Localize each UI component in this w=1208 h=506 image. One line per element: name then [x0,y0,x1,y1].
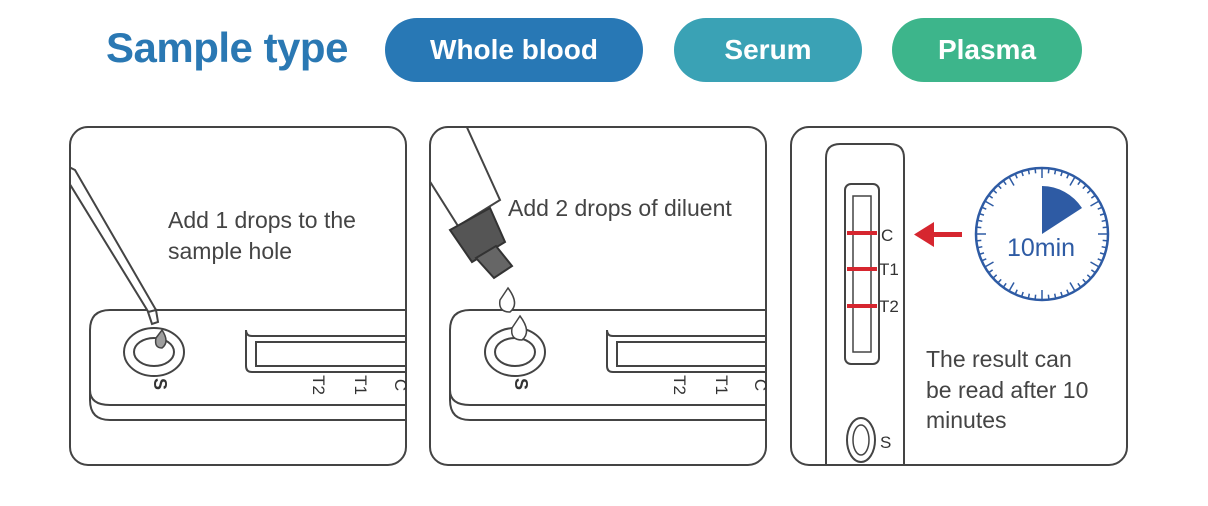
step2-line-c: C [751,379,770,391]
clock-tick [1082,278,1087,284]
serum-pill: Serum [674,18,862,82]
timer-label: 10min [1007,234,1075,262]
step3-line-t2: T2 [879,297,899,316]
step1-instruction-line2: sample hole [168,238,292,264]
clock-tick [1066,289,1070,295]
clock-tick [1014,289,1018,295]
test2-band [847,304,877,308]
clock-tick [997,278,1002,284]
diluent-drop-icon [498,286,516,313]
step1-well-label: S [150,378,170,390]
clock-tick [1102,239,1108,242]
clock-tick [977,245,983,249]
clock-tick [978,212,985,216]
plasma-pill: Plasma [892,18,1082,82]
test1-band [847,267,877,271]
step1-panel: Add 1 drops to the sample hole S T2 T1 C [69,126,410,466]
clock-tick [1086,274,1092,279]
clock-tick [1053,293,1057,299]
step1-cassette [89,309,406,421]
clock-tick [1047,168,1050,174]
result-text-line2: be read after 10 [926,377,1088,403]
step3-line-c: C [881,226,893,245]
step2-panel: Add 2 drops of diluent S T2 T1 C [429,126,770,466]
step3-well-label: S [880,433,891,452]
clock-tick [1014,173,1018,179]
clock-tick [1053,169,1057,175]
clock-tick [1099,252,1106,256]
step3-panel: C T1 T2 S 10min The result can be read a… [790,126,1128,466]
clock-tick [992,189,998,194]
step2-instruction: Add 2 drops of diluent [508,195,732,221]
clock-tick [1082,184,1087,190]
step1-line-t1: T1 [351,375,370,395]
clock-tick [1002,282,1007,288]
clock-tick [1047,294,1050,300]
clock-tick [977,219,983,223]
clock-tick [1086,189,1092,194]
diluent-drop-icon [510,314,528,341]
step3-line-t1: T1 [879,260,899,279]
clock-tick [1060,170,1064,177]
clock-tick [997,184,1002,190]
clock-tick [1020,291,1024,298]
clock-tick [1027,169,1031,175]
clock-tick [1090,269,1096,274]
clock-tick [1090,261,1100,268]
clock-tick [1069,282,1076,292]
step2-well-label: S [511,378,531,390]
step1-line-t2: T2 [309,375,328,395]
clock-tick [1020,170,1024,177]
diluent-bottle-icon [430,127,514,280]
clock-tick [984,200,994,207]
elapsed-sector [1042,186,1082,234]
blood-drop-icon [154,328,167,349]
clock-tick [1066,173,1070,179]
clock-tick [1097,206,1103,210]
clock-tick [1102,226,1108,229]
clock-tick [988,269,994,274]
clock-tick [1027,293,1031,299]
step2-line-t2: T2 [670,375,689,395]
clock-tick [984,261,994,268]
step2-cassette [449,309,766,421]
result-text-line3: minutes [926,407,1007,433]
clock-tick [976,239,982,242]
page-title: Sample type [106,24,348,71]
clock-tick [1069,176,1076,186]
clock-tick [1090,194,1096,199]
clock-tick [1008,176,1015,186]
clock-tick [1002,180,1007,186]
step1-dropper [70,157,160,326]
clock-tick [1099,212,1106,216]
clock-tick [1034,168,1037,174]
clock-tick [981,258,987,262]
step2-line-t1: T1 [712,375,731,395]
clock-tick [976,226,982,229]
clock-tick [1101,219,1107,223]
clock-tick [988,194,994,199]
clock-tick [1077,282,1082,288]
clock-tick [981,206,987,210]
result-text-line1: The result can [926,346,1072,372]
clock-tick [992,274,998,279]
step1-instruction-line1: Add 1 drops to the [168,207,356,233]
clock-icon [974,166,1110,302]
whole-blood-pill: Whole blood [385,18,643,82]
clock-tick [1097,258,1103,262]
clock-tick [1077,180,1082,186]
clock-tick [1101,245,1107,249]
clock-tick [1060,291,1064,298]
arrow-left-icon [914,222,962,247]
clock-tick [1090,200,1100,207]
clock-tick [978,252,985,256]
clock-tick [1034,294,1037,300]
clock-tick [1008,282,1015,292]
step1-line-c: C [391,379,410,391]
control-band [847,231,877,235]
